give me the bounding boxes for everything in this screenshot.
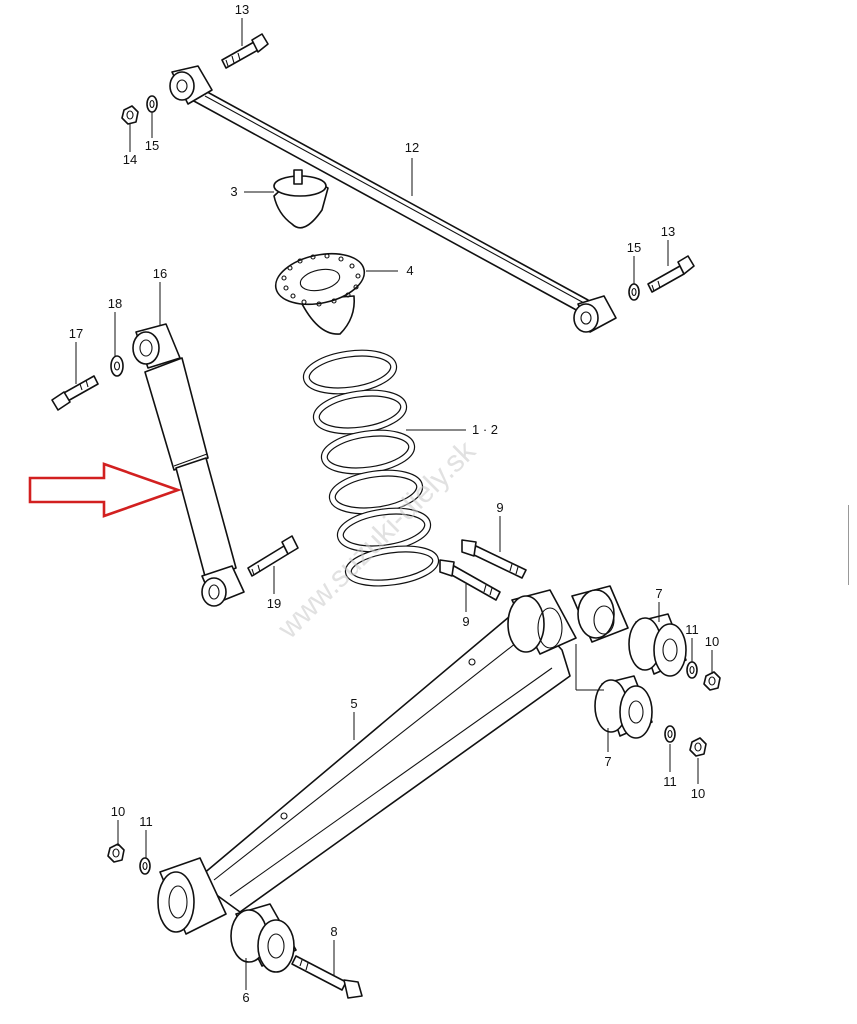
label-19: 19	[267, 596, 281, 611]
coil-spring	[302, 349, 440, 587]
lateral-rod-eye-left	[169, 65, 213, 105]
label-16: 16	[153, 266, 167, 281]
callout-labels: 13 14 15 12 3 4 13 15 16 18 17 1 · 2 9 1…	[69, 2, 719, 1005]
washer-15-right	[628, 283, 640, 301]
label-7-lower: 7	[604, 754, 611, 769]
bolt-13-top	[221, 33, 269, 69]
trailing-arm-rear-eye	[507, 585, 629, 655]
highlight-arrow	[28, 462, 182, 518]
label-10-front: 10	[111, 804, 125, 819]
label-8: 8	[330, 924, 337, 939]
label-11-upper: 11	[685, 622, 699, 637]
washer-18	[110, 355, 124, 377]
nut-10-lower	[689, 737, 707, 757]
bolt-17	[51, 375, 99, 411]
label-13-top: 13	[235, 2, 249, 17]
label-5: 5	[350, 696, 357, 711]
label-15-right: 15	[627, 240, 641, 255]
nut-10-front	[107, 843, 125, 863]
label-9-upper: 9	[496, 500, 503, 515]
label-4: 4	[406, 263, 413, 278]
trailing-arm	[157, 585, 629, 935]
label-11-front: 11	[139, 814, 153, 829]
label-13-right: 13	[661, 224, 675, 239]
nut-14	[121, 105, 139, 125]
washer-11-upper	[686, 661, 698, 679]
label-11-lower: 11	[663, 774, 677, 789]
label-6: 6	[242, 990, 249, 1005]
label-10-upper: 10	[705, 634, 719, 649]
leader-lines	[75, 18, 713, 990]
label-17: 17	[69, 326, 83, 341]
label-15-left: 15	[145, 138, 159, 153]
bushing-7-lower	[594, 675, 653, 739]
shock-lower-eye	[201, 565, 245, 607]
lateral-rod-eye-right	[573, 295, 617, 333]
shock-upper-eye	[132, 323, 181, 369]
label-7-upper: 7	[655, 586, 662, 601]
bolt-9-lower	[439, 559, 501, 601]
bolt-8	[291, 955, 363, 999]
label-1-2: 1 · 2	[472, 422, 498, 437]
trailing-arm-front-eye	[157, 857, 227, 935]
washer-11-front	[139, 857, 151, 875]
label-14: 14	[123, 152, 137, 167]
edge-mark	[848, 505, 857, 585]
bolt-19	[247, 535, 299, 577]
label-3: 3	[230, 184, 237, 199]
nut-10-upper	[703, 671, 721, 691]
washer-15-left	[146, 95, 158, 113]
label-9-lower: 9	[462, 614, 469, 629]
label-10-lower: 10	[691, 786, 705, 801]
label-12: 12	[405, 140, 419, 155]
spring-seat	[274, 252, 366, 335]
label-18: 18	[108, 296, 122, 311]
bushing-6	[230, 903, 297, 973]
bump-stopper	[273, 169, 329, 229]
spring-seat-holes	[281, 253, 361, 307]
washer-11-lower	[664, 725, 676, 743]
bolt-9-upper	[461, 539, 527, 579]
bushing-7-upper	[628, 613, 687, 677]
bolt-13-right	[647, 255, 695, 293]
shock-absorber	[132, 323, 245, 607]
lateral-rod	[169, 65, 617, 333]
